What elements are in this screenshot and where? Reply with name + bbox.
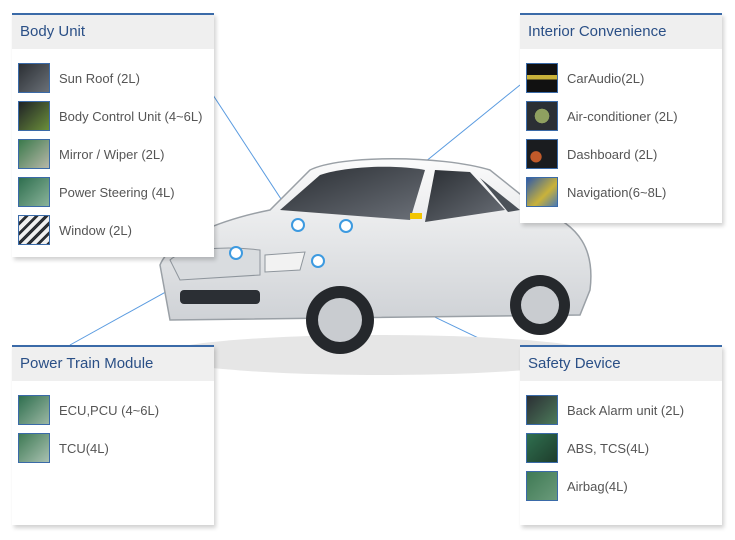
list-item-airbag[interactable]: Airbag(4L): [526, 467, 722, 505]
list-item-window[interactable]: Window (2L): [18, 211, 214, 249]
bcu-board-icon: [18, 101, 50, 131]
marker-safety-device[interactable]: [311, 254, 325, 268]
back-alarm-board-icon: [526, 395, 558, 425]
panel-title-interior-convenience: Interior Convenience: [520, 15, 722, 49]
ecu-board-icon: [18, 395, 50, 425]
abs-board-icon: [526, 433, 558, 463]
item-label: Dashboard (2L): [567, 146, 658, 162]
list-item-power-steering[interactable]: Power Steering (4L): [18, 173, 214, 211]
list-item-air-conditioner[interactable]: Air-conditioner (2L): [526, 97, 722, 135]
sunroof-board-icon: [18, 63, 50, 93]
item-label: Power Steering (4L): [59, 184, 175, 200]
item-label: Back Alarm unit (2L): [567, 402, 685, 418]
list-item-caraudio[interactable]: CarAudio(2L): [526, 59, 722, 97]
list-item-navigation[interactable]: Navigation(6~8L): [526, 173, 722, 211]
airbag-board-icon: [526, 471, 558, 501]
panel-title-safety-device: Safety Device: [520, 347, 722, 381]
marker-power-train[interactable]: [229, 246, 243, 260]
list-item-sun-roof[interactable]: Sun Roof (2L): [18, 59, 214, 97]
window-board-icon: [18, 215, 50, 245]
tcu-board-icon: [18, 433, 50, 463]
panel-body-unit: Body Unit Sun Roof (2L) Body Control Uni…: [12, 13, 214, 257]
list-item-ecu-pcu[interactable]: ECU,PCU (4~6L): [18, 391, 214, 429]
list-item-mirror-wiper[interactable]: Mirror / Wiper (2L): [18, 135, 214, 173]
item-label: Window (2L): [59, 222, 132, 238]
mirror-board-icon: [18, 139, 50, 169]
aircon-icon: [526, 101, 558, 131]
marker-body-unit[interactable]: [291, 218, 305, 232]
item-label: Body Control Unit (4~6L): [59, 108, 203, 124]
item-label: TCU(4L): [59, 440, 109, 456]
item-label: Airbag(4L): [567, 478, 628, 494]
list-item-tcu[interactable]: TCU(4L): [18, 429, 214, 467]
panel-title-power-train: Power Train Module: [12, 347, 214, 381]
steering-board-icon: [18, 177, 50, 207]
item-label: Navigation(6~8L): [567, 184, 667, 200]
dashboard-icon: [526, 139, 558, 169]
panel-interior-convenience: Interior Convenience CarAudio(2L) Air-co…: [520, 13, 722, 223]
list-item-abs-tcs[interactable]: ABS, TCS(4L): [526, 429, 722, 467]
item-label: ABS, TCS(4L): [567, 440, 650, 456]
panel-title-body-unit: Body Unit: [12, 15, 214, 49]
panel-power-train-module: Power Train Module ECU,PCU (4~6L) TCU(4L…: [12, 345, 214, 525]
item-label: Sun Roof (2L): [59, 70, 140, 86]
list-item-back-alarm[interactable]: Back Alarm unit (2L): [526, 391, 722, 429]
list-item-dashboard[interactable]: Dashboard (2L): [526, 135, 722, 173]
item-label: CarAudio(2L): [567, 70, 645, 86]
item-label: Mirror / Wiper (2L): [59, 146, 165, 162]
caraudio-icon: [526, 63, 558, 93]
item-label: Air-conditioner (2L): [567, 108, 678, 124]
marker-interior-convenience[interactable]: [339, 219, 353, 233]
item-label: ECU,PCU (4~6L): [59, 402, 160, 418]
navigation-icon: [526, 177, 558, 207]
list-item-body-control-unit[interactable]: Body Control Unit (4~6L): [18, 97, 214, 135]
panel-safety-device: Safety Device Back Alarm unit (2L) ABS, …: [520, 345, 722, 525]
